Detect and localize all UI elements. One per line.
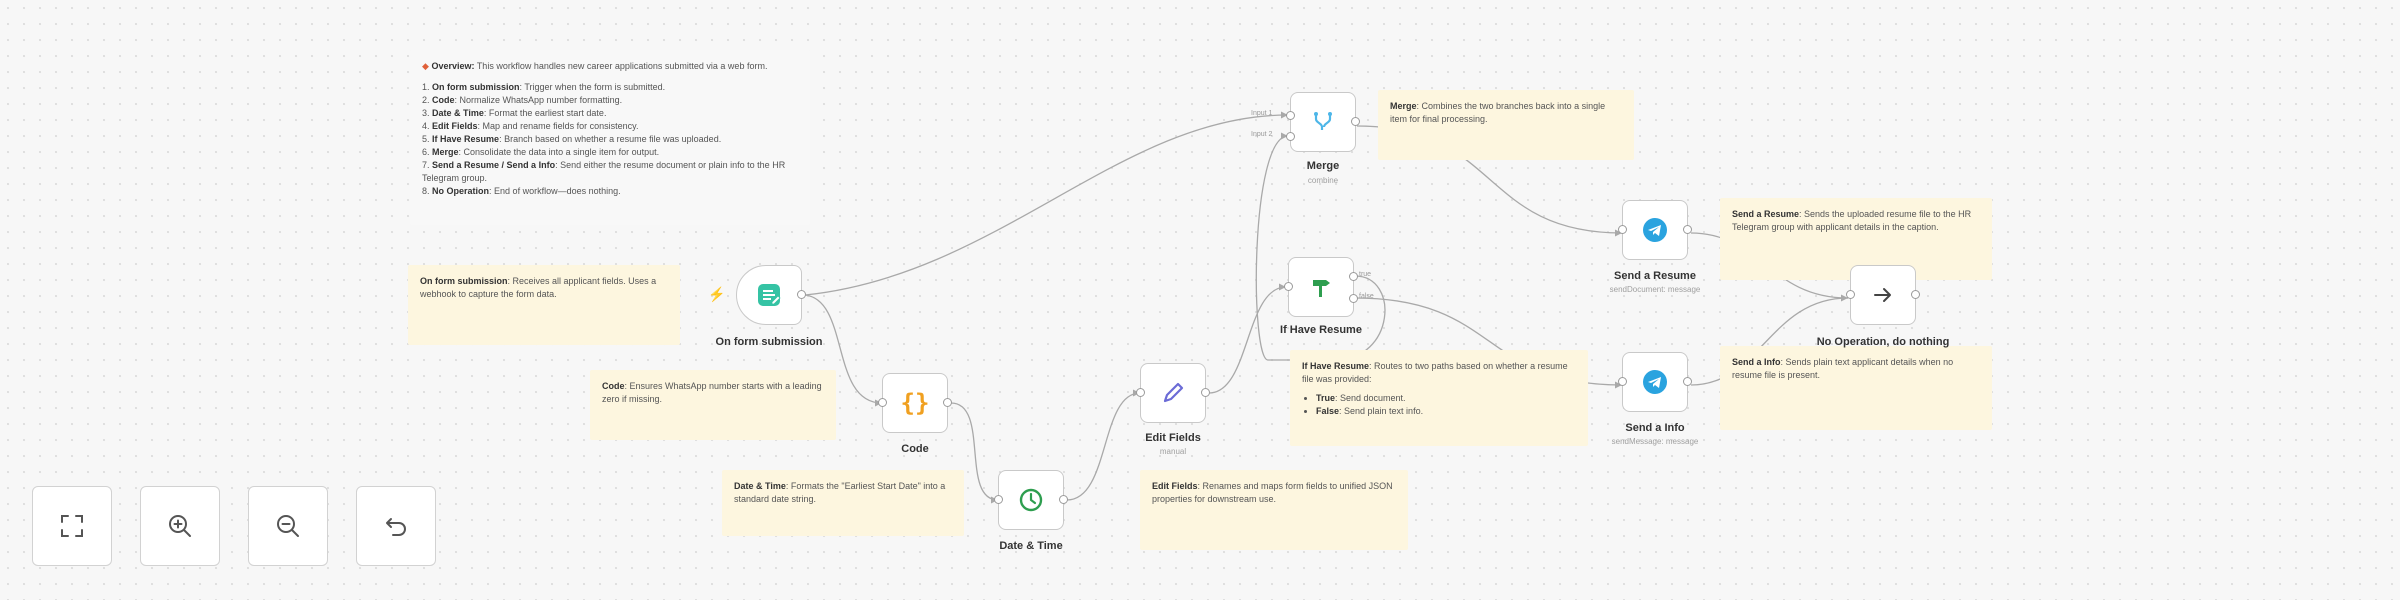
arrowhead-merge-1	[1281, 111, 1288, 119]
ifresume-bullet: True: Send document.	[1316, 392, 1576, 405]
zoom-in-button[interactable]	[140, 486, 220, 566]
node-subtitle: manual	[1159, 447, 1187, 456]
zoom-out-button[interactable]	[248, 486, 328, 566]
wire-code-to-datetime[interactable]	[950, 402, 999, 501]
port-label-false: false	[1359, 293, 1374, 300]
overview-note[interactable]: ◆ Overview: This workflow handles new ca…	[410, 50, 810, 225]
node-label: If Have Resume	[1280, 324, 1362, 336]
node-send-a-resume[interactable]	[1618, 200, 1692, 260]
node-label: Merge	[1306, 160, 1340, 172]
port-out[interactable]	[797, 290, 806, 299]
port-label-input-1: Input 1	[1251, 110, 1273, 117]
port-out[interactable]	[1201, 388, 1210, 397]
node-if-have-resume[interactable]: true false	[1284, 257, 1374, 317]
overview-step: 2. Code: Normalize WhatsApp number forma…	[422, 95, 623, 105]
form-icon	[758, 284, 781, 306]
arrowhead-noop	[1841, 294, 1848, 302]
port-in[interactable]	[994, 495, 1003, 504]
port-out-true[interactable]	[1349, 272, 1358, 281]
wire-editfields-to-ifresume[interactable]	[1208, 286, 1287, 394]
signpost-icon	[1313, 280, 1330, 297]
arrow-right-icon	[1874, 288, 1891, 302]
port-out[interactable]	[943, 398, 952, 407]
ifresume-bullets: True: Send document. False: Send plain t…	[1302, 392, 1576, 418]
node-label: No Operation, do nothing	[1816, 336, 1950, 348]
telegram-icon	[1643, 218, 1667, 242]
port-out[interactable]	[1351, 117, 1360, 126]
node-merge[interactable]: Input 1 Input 2	[1251, 92, 1360, 152]
node-label: Code	[901, 443, 929, 455]
port-out[interactable]	[1911, 290, 1920, 299]
wire-sendinfo-to-noop[interactable]	[1690, 297, 1849, 386]
wire-form-to-merge[interactable]	[804, 114, 1289, 296]
overview-step: 1. On form submission: Trigger when the …	[422, 82, 666, 92]
overview-step: 4. Edit Fields: Map and rename fields fo…	[422, 121, 639, 131]
node-subtitle: sendDocument: message	[1609, 285, 1701, 294]
node-send-a-info[interactable]	[1618, 352, 1692, 412]
port-label-input-2: Input 2	[1251, 131, 1273, 138]
arrowhead-sendinfo	[1615, 381, 1622, 389]
code-braces-icon: {}	[900, 389, 930, 417]
undo-icon	[386, 518, 406, 536]
clock-icon	[1019, 488, 1043, 512]
overview-step: 6. Merge: Consolidate the data into a si…	[422, 147, 660, 157]
wire-ifresume-true-to-merge[interactable]	[1255, 135, 1386, 361]
port-in-1[interactable]	[1286, 111, 1295, 120]
merge-note[interactable]: Merge: Combines the two branches back in…	[1378, 90, 1634, 160]
lightning-icon: ⚡	[708, 286, 726, 302]
node-label: Send a Resume	[1614, 270, 1696, 282]
port-in-2[interactable]	[1286, 132, 1295, 141]
port-out[interactable]	[1059, 495, 1068, 504]
node-subtitle: sendMessage: message	[1611, 437, 1699, 446]
port-in[interactable]	[878, 398, 887, 407]
node-edit-fields[interactable]	[1136, 363, 1210, 423]
arrowhead-merge-2	[1281, 132, 1288, 140]
node-no-operation[interactable]	[1846, 265, 1920, 325]
port-in[interactable]	[1618, 225, 1627, 234]
port-in[interactable]	[1618, 377, 1627, 386]
zoom-in-icon	[169, 515, 191, 537]
wire-datetime-to-editfields[interactable]	[1066, 392, 1141, 501]
node-on-form-submission[interactable]	[736, 265, 806, 325]
editfields-note[interactable]: Edit Fields: Renames and maps form field…	[1140, 470, 1408, 550]
fit-view-button[interactable]	[32, 486, 112, 566]
datetime-note[interactable]: Date & Time: Formats the "Earliest Start…	[722, 470, 964, 536]
node-subtitle: combine	[1307, 176, 1339, 185]
code-note[interactable]: Code: Ensures WhatsApp number starts wit…	[590, 370, 836, 440]
node-code[interactable]: {}	[878, 373, 952, 433]
fit-view-icon	[61, 515, 83, 537]
port-out[interactable]	[1683, 377, 1692, 386]
zoom-out-icon	[277, 515, 299, 537]
diamond-icon: ◆	[422, 61, 429, 71]
merge-icon	[1314, 112, 1332, 130]
arrowhead-sendresume	[1615, 229, 1622, 237]
node-label: Edit Fields	[1145, 432, 1201, 444]
port-in[interactable]	[1136, 388, 1145, 397]
overview-steps: 1. On form submission: Trigger when the …	[422, 81, 798, 198]
node-label: Date & Time	[999, 540, 1063, 552]
overview-step: 7. Send a Resume / Send a Info: Send eit…	[422, 160, 786, 183]
node-label: On form submission	[715, 336, 823, 348]
port-in[interactable]	[1846, 290, 1855, 299]
overview-step: 8. No Operation: End of workflow—does no…	[422, 186, 621, 196]
node-date-time[interactable]	[994, 470, 1068, 530]
telegram-icon	[1643, 370, 1667, 394]
form-note[interactable]: On form submission: Receives all applica…	[408, 265, 680, 345]
overview-step: 5. If Have Resume: Branch based on wheth…	[422, 134, 722, 144]
node-label: Send a Info	[1625, 422, 1685, 434]
pencil-icon	[1163, 382, 1184, 403]
ifresume-bullet: False: Send plain text info.	[1316, 405, 1576, 418]
reset-zoom-button[interactable]	[356, 486, 436, 566]
port-label-true: true	[1359, 271, 1372, 278]
wire-form-to-code[interactable]	[804, 294, 883, 404]
ifresume-note[interactable]: If Have Resume: Routes to two paths base…	[1290, 350, 1588, 446]
overview-step: 3. Date & Time: Format the earliest star…	[422, 108, 607, 118]
port-in[interactable]	[1284, 282, 1293, 291]
port-out-false[interactable]	[1349, 294, 1358, 303]
sendinfo-note[interactable]: Send a Info: Sends plain text applicant …	[1720, 346, 1992, 430]
port-out[interactable]	[1683, 225, 1692, 234]
arrowhead-ifresume	[1279, 283, 1286, 291]
